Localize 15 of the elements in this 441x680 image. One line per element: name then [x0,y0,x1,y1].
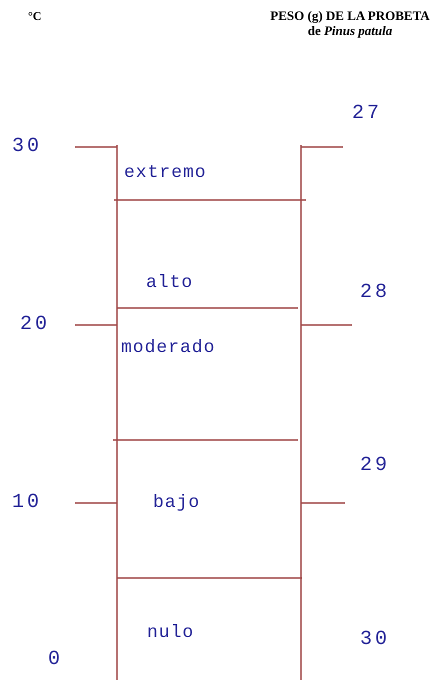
scale-value: 27 [352,104,382,124]
scale-value: 29 [360,456,390,476]
scale-value: 10 [12,493,42,513]
category-label: moderado [121,339,216,357]
chart-title: PESO (g) DE LA PROBETA de Pinus patula [269,8,431,38]
category-label: extremo [124,164,207,182]
scale-value: 20 [20,315,50,335]
scale-value: 30 [12,137,42,157]
category-label: alto [146,274,194,292]
scale-value: 28 [360,283,390,303]
unit-label: °C [28,10,42,22]
category-label: nulo [147,624,194,642]
scale-value: 30 [360,630,390,650]
scale-value: 0 [48,650,64,670]
category-label: bajo [153,494,200,512]
